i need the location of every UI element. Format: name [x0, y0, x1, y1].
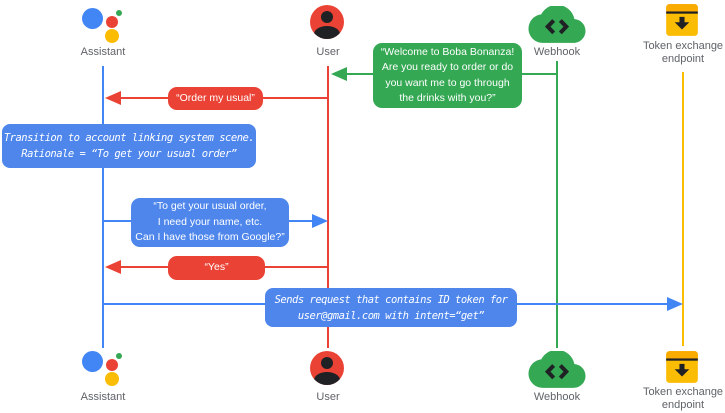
- code-right-bracket-glyph: [558, 364, 570, 380]
- assistant-blue-dot: [82, 351, 103, 372]
- arrowhead-left-icon: [105, 260, 121, 274]
- google-assistant-icon: [82, 351, 124, 386]
- user-label-top: User: [316, 46, 340, 58]
- assistant-green-dot: [116, 353, 122, 359]
- webhook-cloud-icon: [528, 6, 586, 43]
- ask-google-speech-bubble: “To get your usual order, I need your na…: [131, 198, 289, 247]
- code-right-bracket-glyph: [558, 19, 570, 35]
- box-slot-glyph: [666, 358, 698, 361]
- arrowhead-left-icon: [331, 67, 347, 81]
- arrowhead-right-icon: [312, 214, 328, 228]
- assistant-red-dot: [106, 359, 118, 371]
- user-head-glyph: [321, 357, 333, 369]
- assistant-label-top: Assistant: [80, 46, 126, 58]
- token-endpoint-lifeline: [682, 72, 684, 346]
- assistant-green-dot: [116, 10, 122, 16]
- webhook-label-top: Webhook: [533, 46, 581, 58]
- yes-speech-bubble: “Yes”: [168, 256, 265, 280]
- user-head-glyph: [321, 11, 333, 23]
- welcome-speech-bubble: “Welcome to Boba Bonanza! Are you ready …: [373, 43, 522, 108]
- user-shoulders-glyph: [314, 26, 340, 39]
- order-usual-speech-bubble: “Order my usual”: [168, 87, 263, 110]
- webhook-cloud-icon: [528, 351, 586, 388]
- arrowhead-right-icon: [667, 297, 683, 311]
- assistant-yellow-dot: [105, 372, 119, 386]
- google-assistant-icon: [82, 8, 124, 43]
- user-icon: [310, 5, 344, 39]
- code-left-bracket-glyph: [544, 19, 556, 35]
- send-request-system-note: Sends request that contains ID token for…: [265, 288, 517, 327]
- assistant-blue-dot: [82, 8, 103, 29]
- user-icon: [310, 351, 344, 385]
- arrowhead-left-icon: [105, 91, 121, 105]
- token-endpoint-label-bottom: Token exchange endpoint: [642, 386, 724, 411]
- user-label-bottom: User: [316, 391, 340, 403]
- token-endpoint-label-top: Token exchange endpoint: [642, 40, 724, 65]
- webhook-label-bottom: Webhook: [533, 391, 581, 403]
- code-left-bracket-glyph: [544, 364, 556, 380]
- box-slot-glyph: [666, 11, 698, 14]
- user-shoulders-glyph: [314, 372, 340, 385]
- assistant-label-bottom: Assistant: [80, 391, 126, 403]
- user-lifeline: [327, 66, 329, 348]
- webhook-lifeline: [556, 61, 558, 348]
- download-arrow-glyph: [674, 363, 690, 377]
- assistant-yellow-dot: [105, 29, 119, 43]
- token-endpoint-icon: [666, 351, 698, 383]
- assistant-lifeline: [102, 66, 104, 348]
- token-endpoint-icon: [666, 4, 698, 36]
- download-arrow-glyph: [674, 16, 690, 30]
- transition-system-note: Transition to account linking system sce…: [2, 124, 256, 168]
- assistant-red-dot: [106, 16, 118, 28]
